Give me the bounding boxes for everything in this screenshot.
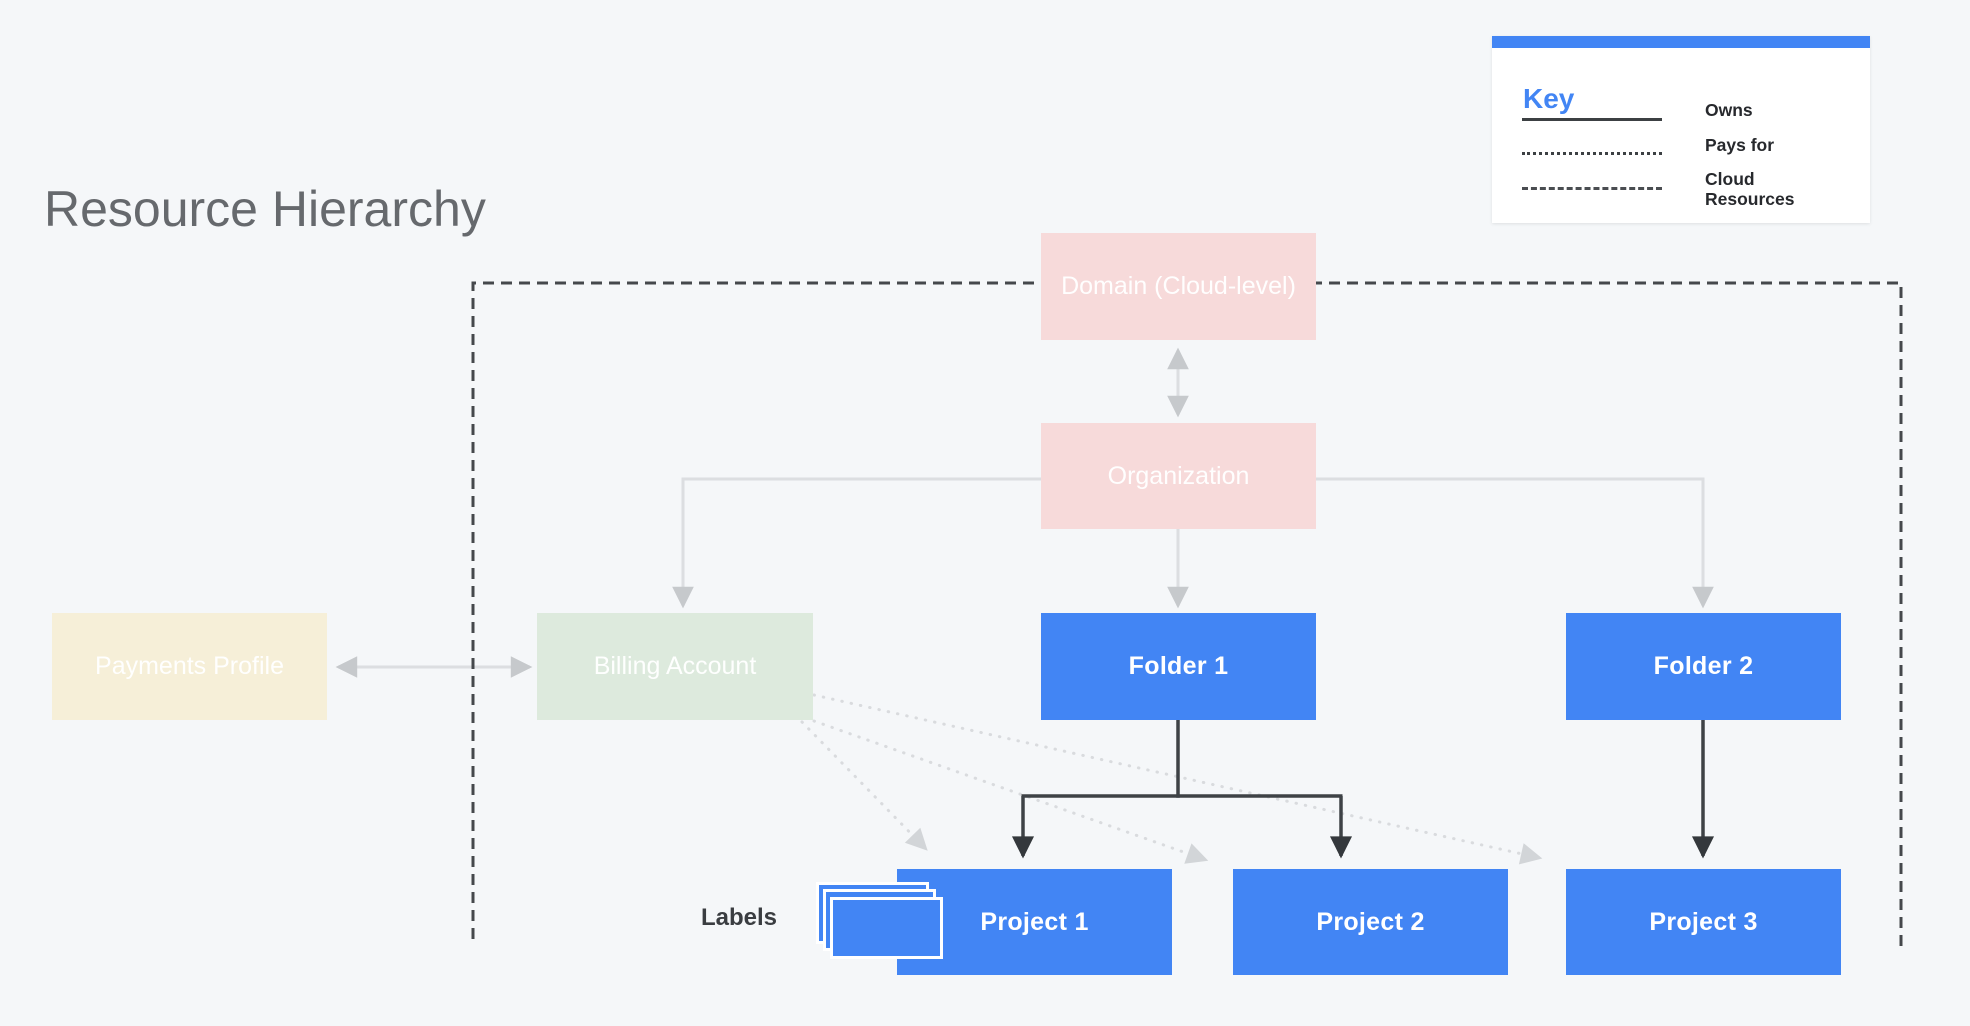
edge-organization-folder2 [1316,477,1714,609]
legend-accent-bar [1492,36,1870,48]
node-domain-label: Domain (Cloud-level) [1061,272,1296,300]
node-folder-1-label: Folder 1 [1128,652,1229,680]
node-folder-1: Folder 1 [1041,613,1316,720]
legend-panel: Key Owns Pays for Cloud Resources [1492,36,1870,223]
legend-label-owns: Owns [1705,100,1753,120]
legend-label-cloud-resources: Cloud Resources [1705,169,1795,210]
cloud-resources-line-sample [1522,187,1662,190]
node-folder-2: Folder 2 [1566,613,1841,720]
pays-for-line-sample [1522,152,1662,155]
legend-label-pays-for: Pays for [1705,135,1775,155]
page-title: Resource Hierarchy [44,181,486,237]
node-organization-label: Organization [1107,461,1250,490]
node-payments-profile: Payments Profile [52,613,327,720]
edge-billing-project2-paysfor [812,719,1209,864]
labels-stack-icon [816,882,944,960]
node-project-2: Project 2 [1233,869,1508,975]
node-domain: Domain (Cloud-level) [1041,233,1316,340]
edge-organization-billing [672,477,1041,609]
legend-title: Key [1523,83,1575,114]
node-billing-account-label: Billing Account [593,652,757,680]
owns-line-sample [1522,118,1662,121]
node-project-1-label: Project 1 [980,907,1089,936]
node-project-2-label: Project 2 [1316,907,1425,936]
label-card-front-icon [830,897,943,959]
node-folder-2-label: Folder 2 [1653,652,1754,680]
node-organization: Organization [1041,423,1316,529]
node-payments-profile-label: Payments Profile [95,652,284,680]
node-billing-account: Billing Account [537,613,813,720]
edge-billing-project1-paysfor [800,720,928,851]
node-project-3: Project 3 [1566,869,1841,975]
labels-caption: Labels [701,904,778,931]
node-project-3-label: Project 3 [1649,907,1758,936]
